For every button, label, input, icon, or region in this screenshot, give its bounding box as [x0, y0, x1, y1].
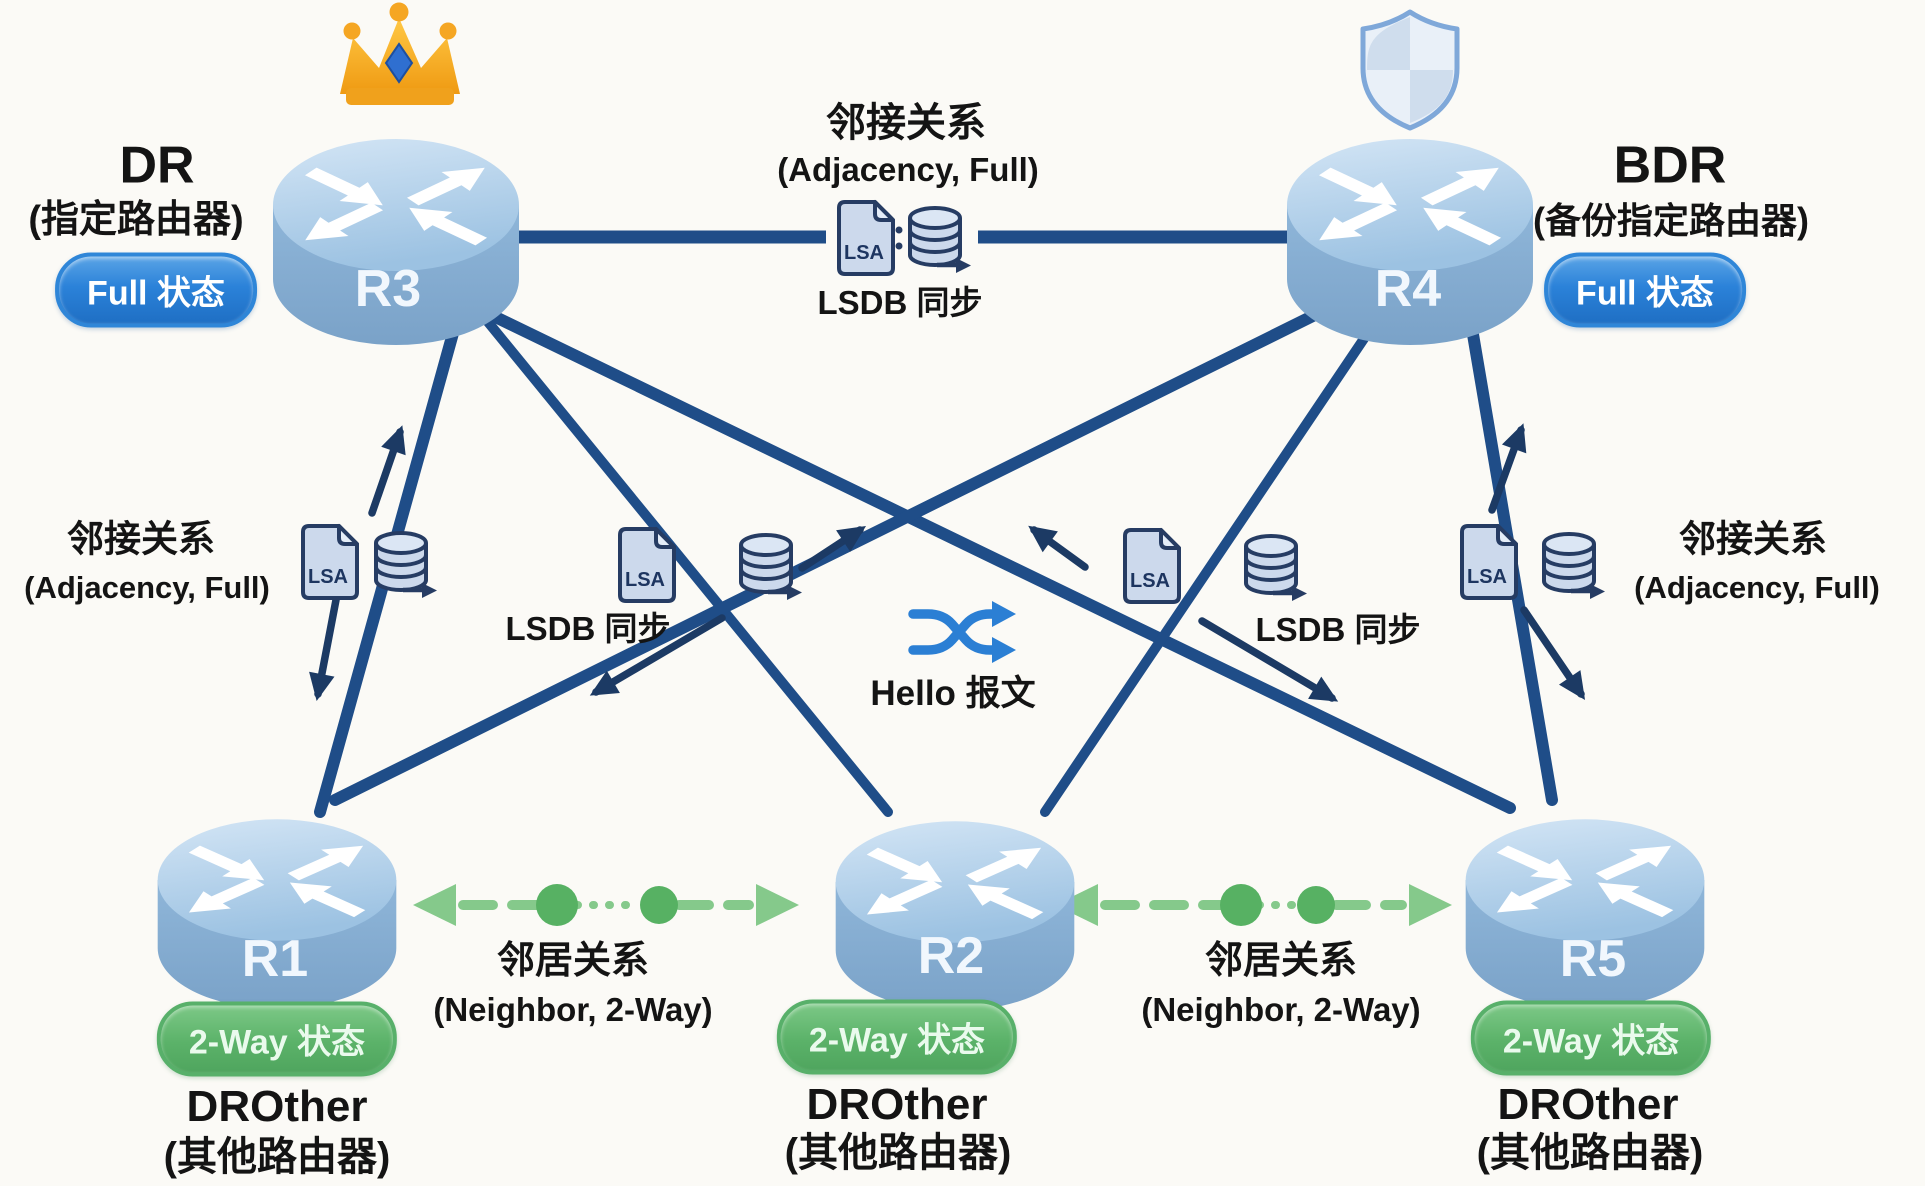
center-left-lsdb-label: LSDB 同步: [505, 609, 671, 647]
router-r5: R5: [1466, 819, 1705, 1008]
dot: [895, 226, 903, 234]
router-r2: R2: [836, 821, 1075, 1010]
router-r2-label: R2: [918, 927, 984, 985]
top-adjacency-title: 邻接关系: [826, 101, 986, 145]
r5-role-title: DROther: [1497, 1079, 1679, 1129]
left-neighbor-title: 邻居关系: [496, 940, 650, 983]
right-neighbor-subtitle: (Neighbor, 2-Way): [1141, 990, 1421, 1028]
router-r3-label: R3: [355, 260, 421, 318]
r2-state-badge: 2-Way 状态: [776, 999, 1018, 1075]
link-r4-r1: [329, 294, 1351, 806]
database-icon: [1246, 536, 1307, 601]
sync-arrows: [309, 423, 1586, 702]
left-neighbor-subtitle: (Neighbor, 2-Way): [433, 990, 713, 1028]
router-r4: R4: [1287, 139, 1533, 345]
sync-up-arrow-center-left: [798, 526, 867, 572]
lsa-icon: LSA: [837, 200, 895, 276]
neighbor-arrowhead-icon: [1409, 884, 1452, 926]
lsa-icon: LSA: [1123, 528, 1181, 604]
bdr-state-badge: Full 状态: [1544, 252, 1746, 328]
svg-text:LSA: LSA: [625, 569, 665, 591]
right-neighbor-title: 邻居关系: [1204, 940, 1358, 983]
r1-state-badge: 2-Way 状态: [156, 1001, 398, 1077]
hello-packet-label: Hello 报文: [870, 673, 1036, 713]
top-lsdb-sync-label: LSDB 同步: [817, 283, 983, 321]
router-r1-label: R1: [242, 930, 308, 988]
r2-role-title: DROther: [806, 1079, 988, 1129]
dr-state-badge: Full 状态: [55, 252, 257, 328]
top-adjacency-subtitle: (Adjacency, Full): [777, 150, 1039, 188]
r5-role-subtitle: (其他路由器): [1476, 1131, 1704, 1175]
svg-text:LSA: LSA: [308, 566, 348, 588]
database-icon: [376, 533, 437, 598]
sync-down-arrow-center-right: [1198, 617, 1339, 702]
database-icon: [1544, 534, 1605, 599]
center-right-lsdb-label: LSDB 同步: [1255, 610, 1421, 648]
link-r3-r5: [444, 289, 1516, 814]
right-adjacency-title: 邻接关系: [1679, 518, 1827, 560]
bdr-subtitle: (备份指定路由器): [1533, 200, 1809, 242]
router-r3: R3: [273, 139, 519, 345]
neighbor-dot-icon: [640, 886, 678, 924]
bdr-title: BDR: [1613, 136, 1727, 195]
right-adjacency-subtitle: (Adjacency, Full): [1634, 569, 1880, 605]
svg-text:LSA: LSA: [1130, 570, 1170, 592]
crown-icon: [340, 2, 460, 105]
neighbor-dot-icon: [536, 884, 578, 926]
dr-title: DR: [119, 136, 195, 195]
neighbor-arrowhead-icon: [756, 884, 799, 926]
router-r5-label: R5: [1560, 930, 1626, 988]
r2-role-subtitle: (其他路由器): [784, 1131, 1012, 1175]
shuffle-icon: [908, 601, 1016, 663]
lsa-icon: LSA: [1460, 524, 1518, 600]
r1-role-subtitle: (其他路由器): [163, 1135, 391, 1179]
lsa-icon: LSA: [618, 527, 676, 603]
dot: [895, 242, 903, 250]
sync-down-arrow-center-left: [589, 614, 726, 696]
router-r4-label: R4: [1375, 260, 1442, 318]
link-r3-r2: [465, 295, 893, 817]
r1-role-title: DROther: [186, 1081, 368, 1131]
neighbor-dashed-right: [1055, 884, 1452, 926]
neighbor-dashed-left: [413, 884, 799, 926]
database-icon: [910, 208, 971, 273]
svg-text:LSA: LSA: [1467, 566, 1507, 588]
link-r4-r2: [1040, 295, 1395, 817]
router-r1: R1: [158, 819, 397, 1008]
neighbor-dot-icon: [1220, 884, 1262, 926]
adjacency-down-arrow-right: [1520, 606, 1586, 700]
neighbor-arrowhead-icon: [1055, 884, 1098, 926]
left-adjacency-title: 邻接关系: [67, 518, 215, 560]
neighbor-dot-icon: [1297, 886, 1335, 924]
sync-up-arrow-center-right: [1028, 525, 1089, 571]
svg-text:LSA: LSA: [844, 242, 884, 264]
left-adjacency-subtitle: (Adjacency, Full): [24, 569, 270, 605]
shield-icon: [1360, 9, 1460, 131]
lsa-icon: LSA: [301, 524, 359, 600]
neighbor-arrowhead-icon: [413, 884, 456, 926]
database-icon: [741, 535, 802, 600]
adjacency-up-arrow-left: [368, 425, 406, 517]
dr-subtitle: (指定路由器): [28, 199, 244, 242]
r5-state-badge: 2-Way 状态: [1470, 1000, 1712, 1076]
adjacency-down-arrow-left: [309, 596, 340, 702]
adjacency-up-arrow-right: [1488, 423, 1527, 514]
